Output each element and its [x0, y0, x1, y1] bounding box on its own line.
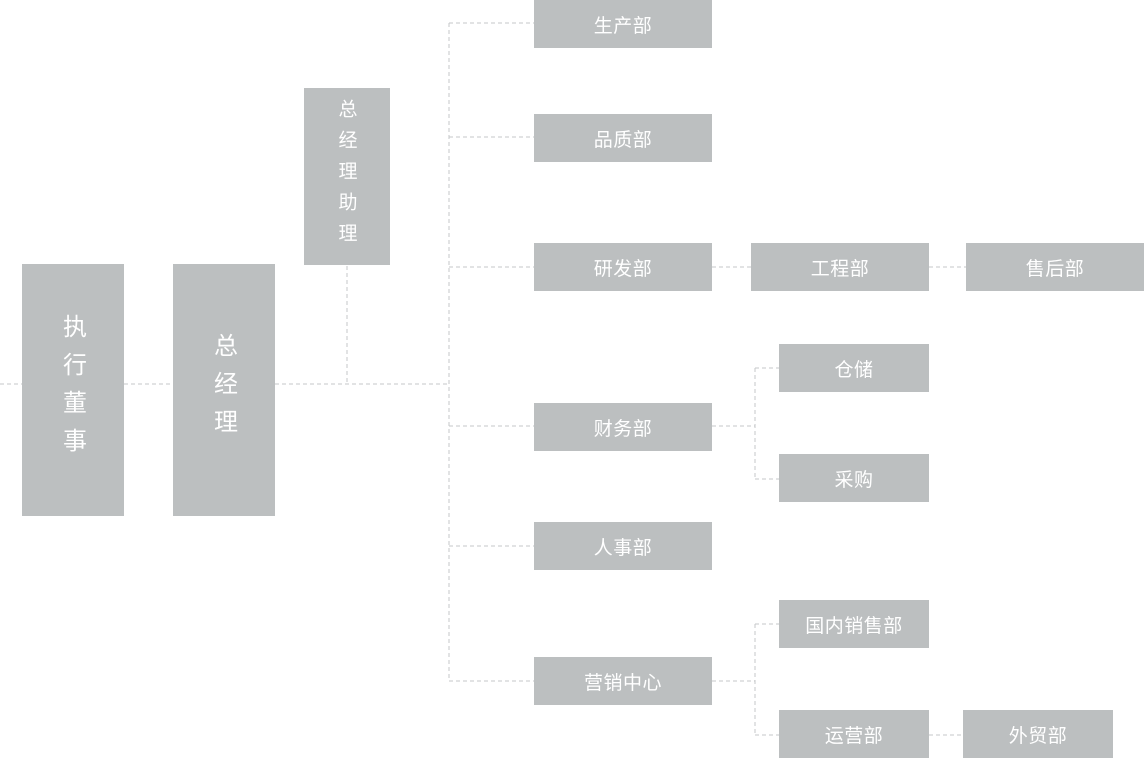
node-label: 品质部 — [593, 128, 653, 151]
node-rnd: 研发部 — [534, 243, 712, 291]
node-label: 营销中心 — [583, 671, 662, 694]
node-quality: 品质部 — [534, 114, 712, 162]
node-label: 财务部 — [593, 417, 653, 440]
node-label: 总经理 — [209, 333, 238, 447]
node-general-manager: 总经理 — [173, 264, 275, 516]
node-foreign-trade: 外贸部 — [963, 710, 1113, 758]
node-marketing-center: 营销中心 — [534, 657, 712, 705]
node-label: 执行董事 — [58, 314, 87, 466]
node-label: 工程部 — [810, 257, 870, 280]
node-label: 研发部 — [593, 257, 653, 280]
node-label: 生产部 — [593, 14, 653, 37]
node-gm-assistant: 总经理助理 — [304, 88, 390, 265]
node-label: 外贸部 — [1008, 724, 1068, 747]
node-label: 仓储 — [834, 358, 874, 381]
node-label: 国内销售部 — [805, 614, 903, 637]
node-engineering: 工程部 — [751, 243, 929, 291]
node-operations: 运营部 — [779, 710, 929, 758]
node-label: 总经理助理 — [335, 99, 358, 254]
node-domestic-sales: 国内销售部 — [779, 600, 929, 648]
node-production: 生产部 — [534, 0, 712, 48]
node-procurement: 采购 — [779, 454, 929, 502]
node-label: 运营部 — [824, 724, 884, 747]
node-after-sales: 售后部 — [966, 243, 1144, 291]
node-label: 人事部 — [593, 536, 653, 559]
node-hr: 人事部 — [534, 522, 712, 570]
node-label: 采购 — [834, 468, 874, 491]
node-executive-director: 执行董事 — [22, 264, 124, 516]
node-finance: 财务部 — [534, 403, 712, 451]
node-label: 售后部 — [1025, 257, 1085, 280]
node-warehouse: 仓储 — [779, 344, 929, 392]
